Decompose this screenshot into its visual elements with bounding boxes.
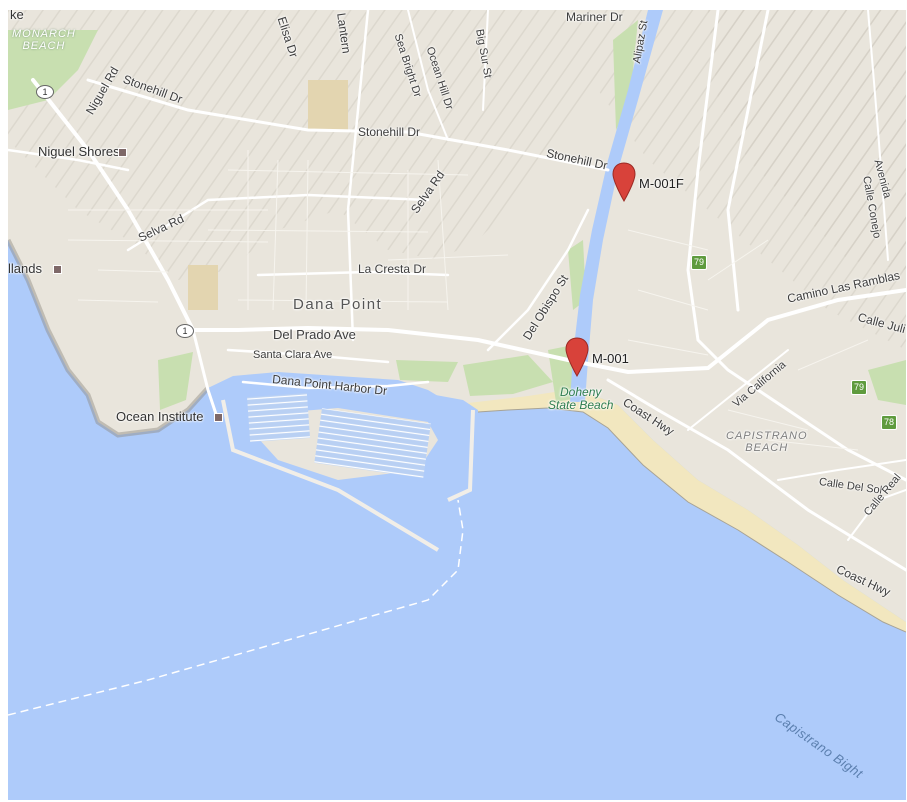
label-niguel-shores: Niguel Shores bbox=[38, 144, 120, 159]
label-doheny-state-beach: Doheny State Beach bbox=[548, 385, 614, 412]
park bbox=[613, 20, 638, 130]
route-79-shield-icon: 79 bbox=[691, 255, 707, 270]
marker-label-m-001: M-001 bbox=[592, 351, 629, 366]
niguel-shores-poi-icon bbox=[118, 148, 127, 157]
park bbox=[868, 360, 906, 405]
route-1-shield-icon: 1 bbox=[176, 324, 194, 338]
ferry-route bbox=[8, 499, 464, 716]
map-view[interactable]: ke MONARCH BEACH Niguel Shores llands Da… bbox=[8, 10, 906, 800]
coastline bbox=[477, 407, 906, 633]
route-79-shield-icon: 79 bbox=[851, 380, 867, 395]
map-marker-m-001f[interactable] bbox=[611, 162, 637, 202]
label-ocean-institute: Ocean Institute bbox=[116, 409, 204, 424]
marker-label-m-001f: M-001F bbox=[639, 176, 684, 191]
marina-slips bbox=[247, 392, 311, 443]
label-dana-point: Dana Point bbox=[293, 296, 383, 313]
park bbox=[463, 355, 553, 396]
label-top-left-partial: ke bbox=[10, 10, 24, 22]
roads bbox=[8, 10, 906, 572]
marker-pin-icon bbox=[612, 162, 636, 202]
marina-slips bbox=[314, 408, 431, 479]
park bbox=[8, 30, 98, 110]
sand-lot bbox=[188, 265, 218, 310]
park bbox=[396, 360, 458, 382]
label-monarch-beach: MONARCH BEACH bbox=[12, 28, 76, 52]
hill-shading bbox=[8, 10, 906, 350]
label-mariner-dr: Mariner Dr bbox=[566, 10, 623, 24]
label-highlands: llands bbox=[8, 261, 42, 276]
route-78-shield-icon: 78 bbox=[881, 415, 897, 430]
hill-shading-east bbox=[708, 10, 906, 270]
highlands-poi-icon bbox=[53, 265, 62, 274]
minor-streets bbox=[67, 150, 869, 451]
label-la-cresta-dr: La Cresta Dr bbox=[358, 262, 427, 276]
label-capistrano-beach: CAPISTRANO BEACH bbox=[726, 430, 808, 454]
route-1-shield-icon: 1 bbox=[36, 85, 54, 99]
label-del-prado-ave: Del Prado Ave bbox=[273, 327, 356, 342]
cliff-edge bbox=[8, 238, 210, 438]
label-santa-clara-ave: Santa Clara Ave bbox=[253, 349, 333, 361]
park bbox=[158, 352, 193, 410]
sand-lot bbox=[308, 80, 348, 130]
breakwater bbox=[221, 399, 475, 552]
map-tiles bbox=[8, 10, 906, 716]
label-stonehill-dr-mid: Stonehill Dr bbox=[358, 125, 421, 139]
ocean-institute-poi-icon bbox=[214, 413, 223, 422]
beach-sand bbox=[468, 390, 906, 632]
map-marker-m-001[interactable] bbox=[564, 337, 590, 377]
marker-pin-icon bbox=[565, 337, 589, 377]
